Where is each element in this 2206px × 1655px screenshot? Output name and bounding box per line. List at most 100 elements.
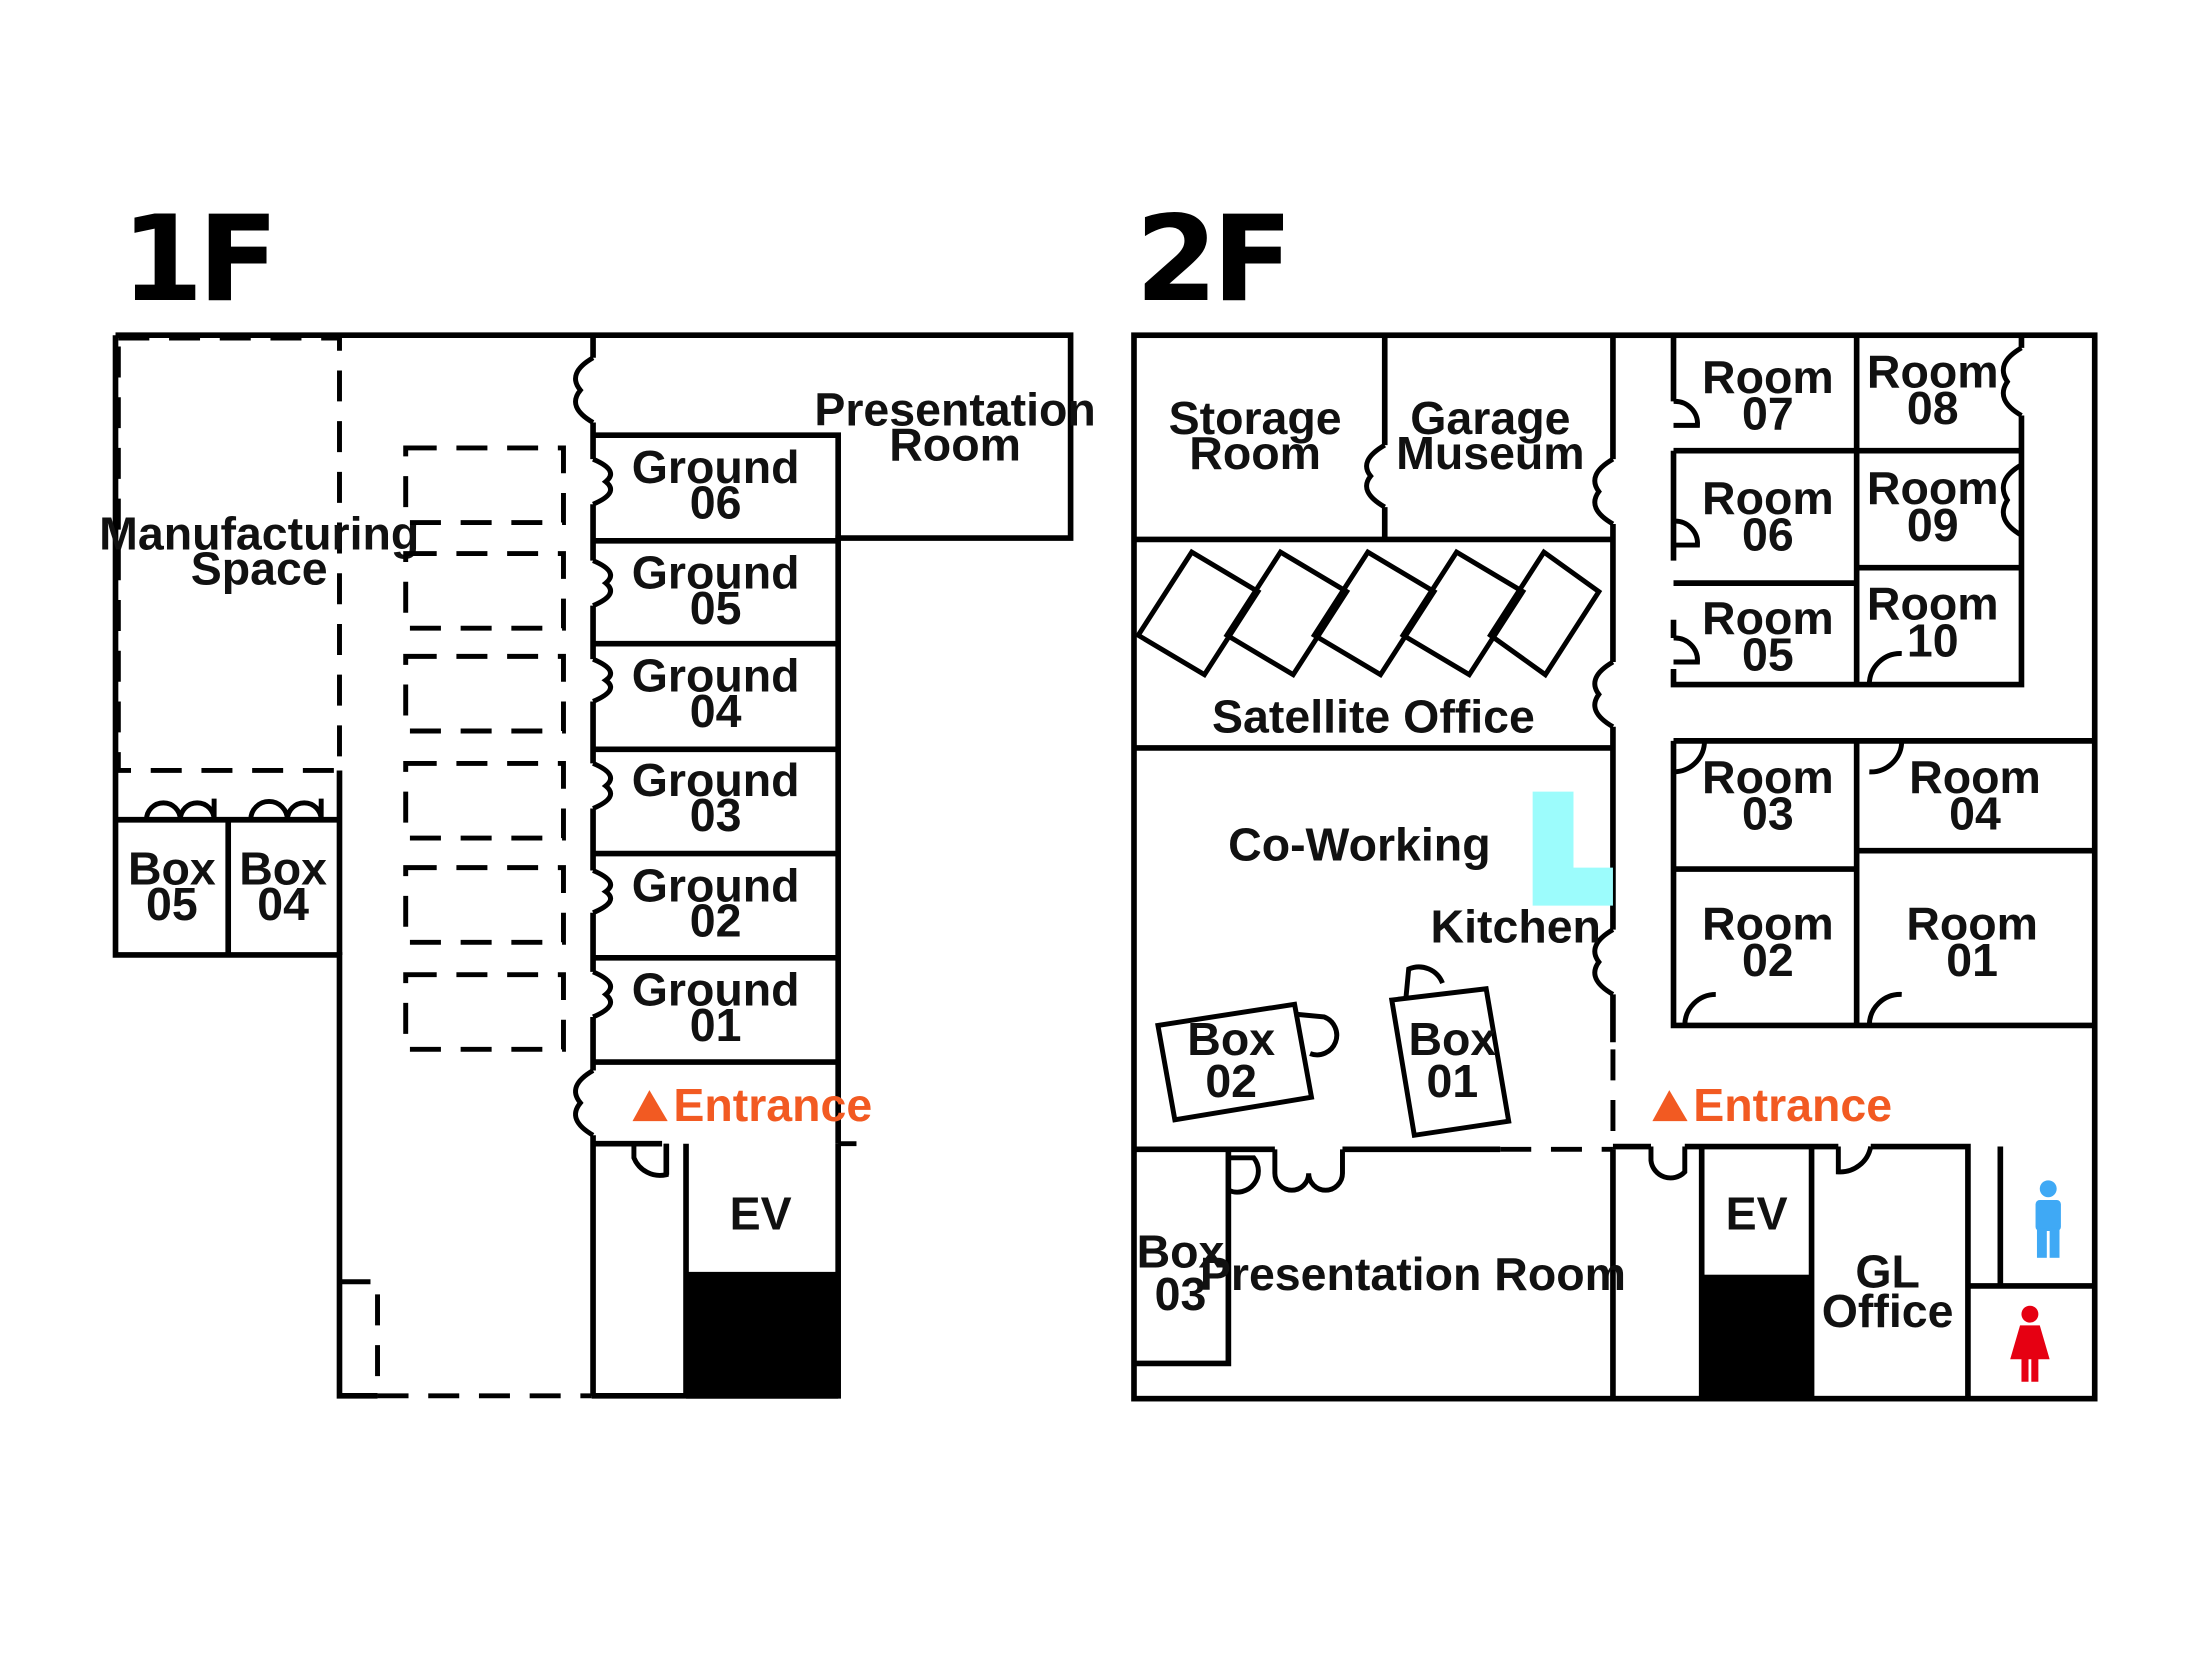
storage-room[interactable]: Storage Room — [1169, 392, 1342, 479]
ground-04[interactable]: Ground 04 — [632, 650, 800, 737]
room-09[interactable]: Room 09 — [1867, 462, 1999, 551]
svg-text:Presentation: Presentation — [814, 383, 1095, 435]
svg-text:03: 03 — [1155, 1268, 1207, 1320]
floor2-entrance[interactable]: Entrance — [1652, 1079, 1892, 1131]
svg-text:Room: Room — [1867, 345, 1999, 397]
svg-text:Box: Box — [1187, 1013, 1275, 1065]
svg-text:Room: Room — [1189, 427, 1321, 479]
floor1-outer-wall-top-right — [115, 332, 1074, 1144]
workbench-group — [403, 445, 566, 1052]
svg-text:Entrance: Entrance — [1693, 1079, 1892, 1131]
kitchen-label: Kitchen — [1431, 900, 1601, 952]
entrance-triangle-icon — [1652, 1090, 1688, 1122]
svg-text:07: 07 — [1742, 388, 1794, 440]
ground-06[interactable]: Ground 06 — [632, 441, 800, 528]
svg-text:Room: Room — [1909, 751, 2041, 803]
box-03[interactable]: Box 03 — [1137, 1226, 1225, 1320]
ground-05[interactable]: Ground 05 — [632, 547, 800, 634]
svg-text:Ground: Ground — [632, 754, 800, 806]
svg-text:05: 05 — [690, 582, 742, 634]
ground-01[interactable]: Ground 01 — [632, 964, 800, 1051]
box-wall — [115, 770, 343, 955]
floor2-title: 2F — [1135, 190, 1287, 328]
svg-text:Box: Box — [1137, 1226, 1225, 1278]
box-04[interactable]: Box 04 — [239, 843, 327, 930]
gl-office[interactable]: GL Office — [1822, 1245, 1954, 1336]
svg-text:Box: Box — [239, 843, 327, 895]
box-05[interactable]: Box 05 — [128, 843, 216, 930]
svg-text:01: 01 — [690, 999, 742, 1051]
svg-text:Room: Room — [1867, 462, 1999, 514]
svg-text:Room: Room — [1702, 592, 1834, 644]
woman-icon — [2010, 1305, 2050, 1382]
svg-text:01: 01 — [1427, 1055, 1479, 1107]
svg-text:Room: Room — [1702, 351, 1834, 403]
manufacturing-space[interactable] — [115, 335, 342, 773]
ground-02[interactable]: Ground 02 — [632, 859, 800, 946]
room-06[interactable]: Room 06 — [1702, 472, 1834, 561]
svg-text:02: 02 — [1742, 934, 1794, 986]
svg-text:Box: Box — [128, 843, 216, 895]
svg-text:Office: Office — [1822, 1285, 1954, 1337]
svg-text:Ground: Ground — [632, 547, 800, 599]
floor2-plan: Storage Room Garage Museum Satellite Off… — [1131, 332, 2098, 1402]
entrance-triangle-icon — [632, 1090, 668, 1122]
floor1-plan: Manufacturing Space Box 05 Box 04 — [99, 332, 1096, 1399]
room-01[interactable]: Room 01 — [1906, 897, 2038, 986]
svg-text:Ground: Ground — [632, 859, 800, 911]
svg-text:04: 04 — [690, 685, 742, 737]
floor2-elevator-shaft — [1701, 1274, 1812, 1399]
svg-text:06: 06 — [690, 476, 742, 528]
room-block-top — [1670, 335, 2025, 688]
kitchen-counter — [1532, 791, 1613, 906]
floor1-presentation-room[interactable]: Presentation Room — [814, 383, 1095, 470]
floor1-entrance[interactable]: Entrance — [632, 1079, 872, 1131]
room-05[interactable]: Room 05 — [1702, 592, 1834, 681]
box-01[interactable]: Box 01 — [1388, 964, 1512, 1139]
svg-text:Garage: Garage — [1410, 392, 1570, 444]
svg-text:06: 06 — [1742, 509, 1794, 561]
svg-text:Ground: Ground — [632, 650, 800, 702]
svg-text:05: 05 — [146, 878, 198, 930]
floor1-ev-label: EV — [730, 1188, 792, 1240]
svg-text:Storage: Storage — [1169, 392, 1342, 444]
room-03[interactable]: Room 03 — [1702, 751, 1834, 840]
svg-text:Room: Room — [1867, 578, 1999, 630]
man-icon — [2035, 1180, 2061, 1258]
manufacturing-space-label-1: Manufacturing — [99, 507, 419, 559]
room-02[interactable]: Room 02 — [1702, 897, 1834, 986]
floor1-corridor-doors — [573, 355, 614, 1138]
svg-text:02: 02 — [690, 895, 742, 947]
svg-text:05: 05 — [1742, 628, 1794, 680]
room-08[interactable]: Room 08 — [1867, 345, 1999, 434]
svg-text:03: 03 — [690, 789, 742, 841]
svg-text:Ground: Ground — [632, 964, 800, 1016]
svg-text:09: 09 — [1907, 499, 1959, 551]
box-02[interactable]: Box 02 — [1155, 1001, 1340, 1123]
svg-text:10: 10 — [1907, 614, 1959, 666]
svg-text:Room: Room — [1906, 897, 2038, 949]
floor2-presentation-room[interactable]: Presentation Room — [1200, 1248, 1626, 1300]
svg-text:Museum: Museum — [1396, 427, 1584, 479]
svg-text:03: 03 — [1742, 788, 1794, 840]
box05-door — [144, 798, 217, 820]
svg-text:01: 01 — [1946, 934, 1998, 986]
satellite-desks — [1134, 548, 1603, 679]
ground-03[interactable]: Ground 03 — [632, 754, 800, 841]
room-block-middle — [1670, 738, 2095, 1029]
svg-text:Ground: Ground — [632, 441, 800, 493]
co-working-label: Co-Working — [1228, 819, 1490, 871]
room-07[interactable]: Room 07 — [1702, 351, 1834, 440]
floor2-corridor-doors — [1592, 457, 1615, 997]
svg-text:02: 02 — [1205, 1055, 1257, 1107]
room-04[interactable]: Room 04 — [1909, 751, 2041, 840]
svg-text:Room: Room — [889, 419, 1021, 471]
svg-text:04: 04 — [1949, 788, 2001, 840]
svg-text:08: 08 — [1907, 382, 1959, 434]
svg-text:Box: Box — [1408, 1013, 1496, 1065]
garage-museum[interactable]: Garage Museum — [1396, 392, 1584, 479]
satellite-office-label: Satellite Office — [1212, 690, 1535, 742]
room-10[interactable]: Room 10 — [1867, 578, 1999, 667]
floor1-title: 1F — [121, 190, 273, 328]
